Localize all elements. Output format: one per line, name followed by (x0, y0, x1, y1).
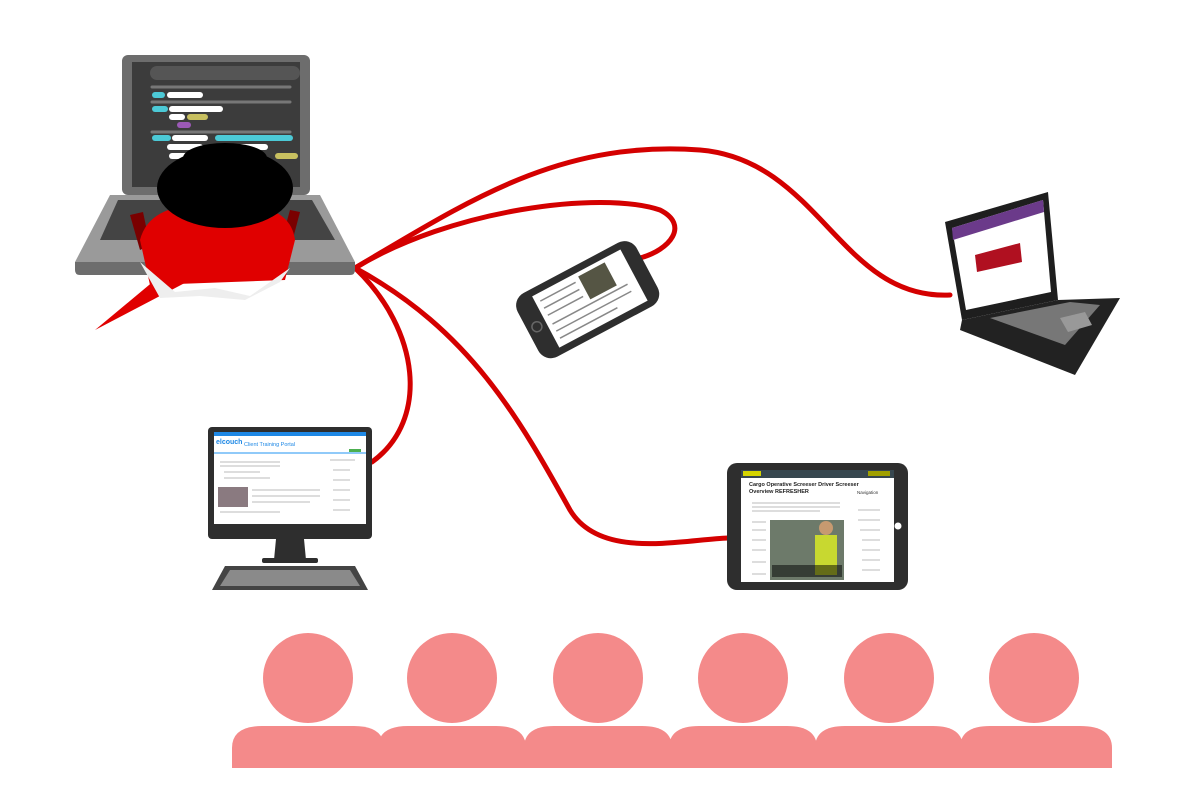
audience-person (960, 633, 1112, 768)
audience-person (524, 633, 672, 768)
audience-person (378, 633, 526, 768)
home-button (894, 522, 902, 530)
cables (352, 146, 953, 547)
course-title-line1: Cargo Operative Screeser Driver Screeser (749, 482, 860, 488)
monitor-page-title: Client Training Portal (244, 442, 295, 448)
cable-to-monitor (352, 265, 413, 465)
laptop-right (945, 192, 1120, 375)
audience (232, 633, 1112, 768)
cable-to-phone (352, 199, 678, 271)
tablet: Cargo Operative Screeser Driver Screeser… (727, 463, 908, 590)
smartphone (516, 241, 660, 359)
tablet-sidebar-heading: Navigation (857, 490, 879, 495)
desktop-computer: elcouch Client Training Portal (208, 427, 372, 590)
cable-to-tablet (352, 265, 731, 547)
audience-person (669, 633, 817, 768)
developer-character (95, 143, 300, 330)
cable-to-laptop (352, 146, 953, 298)
monitor-logo: elcouch (216, 439, 242, 446)
audience-person (232, 633, 384, 768)
audience-person (815, 633, 963, 768)
course-title-line2: Overview REFRESHER (749, 489, 809, 495)
